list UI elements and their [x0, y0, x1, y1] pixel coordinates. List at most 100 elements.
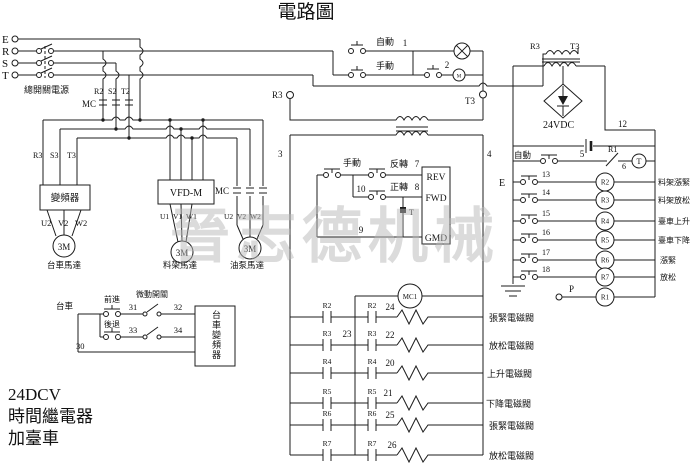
terminal-circle — [11, 71, 19, 79]
rung-label: 臺車上升 — [658, 216, 690, 226]
main-switch-label: 總開關電源 — [24, 84, 69, 95]
rung-wires — [513, 214, 655, 222]
manual-label: 手動 — [376, 60, 394, 71]
rung-number: 17 — [542, 248, 550, 257]
terminal-r-label: R — [2, 46, 10, 58]
rev-label: 反轉 — [390, 158, 408, 169]
inverter-w2: W2 — [75, 218, 87, 228]
valve-row-wires — [290, 364, 483, 382]
main-transformer — [289, 98, 484, 137]
wire-number: 21 — [384, 388, 393, 398]
inverter-r3-label: R3 — [33, 151, 42, 160]
auto-rung-wires — [513, 152, 655, 167]
pump-wires — [233, 120, 267, 240]
relay-contact-label: R6 — [323, 409, 332, 418]
switch-contact — [36, 48, 42, 54]
relay-contact-label: R3 — [323, 329, 332, 338]
rung-number: 18 — [542, 265, 550, 274]
pilot-lamp-text: M — [457, 75, 462, 80]
fwd-rev-circuit: 手動 反轉 7 10 正轉 8 T 9 REV FWD GMD — [316, 157, 451, 245]
pushbutton-contact — [520, 218, 526, 224]
vfd-block: VFD-M U1 V1 W1 3M 料架馬達 — [157, 120, 215, 270]
relay-contact-label: R6 — [368, 409, 377, 418]
vfd-w1: W1 — [186, 212, 197, 221]
number-9: 9 — [359, 225, 364, 235]
fwd-terminal: FWD — [425, 194, 446, 204]
relay-coil-circle — [595, 230, 615, 250]
wire-r2-label: R2 — [94, 87, 103, 96]
micro-switch-contact — [142, 311, 148, 317]
cart-motor-circle — [52, 234, 76, 258]
number-3: 3 — [278, 149, 283, 159]
relay-coil-text: R5 — [601, 237, 610, 245]
number-33: 33 — [129, 325, 138, 335]
note-line-3: 加臺車 — [8, 429, 59, 448]
page-title: 電路圖 — [277, 1, 334, 23]
pushbutton-contact — [532, 257, 538, 263]
rung-wires — [513, 175, 655, 183]
number-8: 8 — [415, 182, 420, 192]
psu: R3 T3 24VDC 12 — [512, 41, 656, 297]
manual-contact — [348, 72, 354, 78]
battery-wires — [513, 139, 655, 153]
timer-circle — [631, 153, 647, 169]
relay-contact-label: R5 — [368, 387, 377, 396]
pump-w2: W2 — [250, 212, 261, 221]
cart-label: 台車 — [56, 301, 74, 311]
valve-row-wires — [290, 446, 483, 464]
timer-text: T — [637, 157, 642, 166]
psu-t3-label: T3 — [570, 41, 579, 51]
junction-dot — [114, 127, 118, 131]
terminal-strip-box — [421, 166, 451, 245]
ladder-auto-label: 自動 — [514, 150, 531, 160]
rung-wires — [513, 270, 655, 278]
number-30: 30 — [76, 341, 85, 351]
relay-contact-label: R7 — [323, 439, 332, 448]
r3-terminal-label: R3 — [272, 90, 283, 100]
switch-blades — [40, 43, 53, 74]
vfd-v1: V1 — [173, 212, 182, 221]
psu-r3-label: R3 — [530, 41, 540, 51]
bus-wires — [43, 116, 263, 139]
auto-rung-contact — [540, 158, 546, 164]
cart-motor-label: 台車馬達 — [47, 260, 82, 270]
cart-circuit: 台車 前進 微動開關 31 32 後退 33 34 30 — [56, 289, 236, 367]
number-6: 6 — [622, 162, 626, 171]
rung-number: 16 — [542, 228, 550, 237]
number-2: 2 — [445, 60, 450, 70]
r3-terminal-circle — [286, 91, 294, 99]
inverter-v2: V2 — [58, 218, 68, 228]
vfd-box — [157, 179, 215, 205]
fwd-contact — [368, 194, 374, 200]
relay-contact-label: R5 — [323, 387, 332, 396]
pushbutton-contact — [520, 237, 526, 243]
relay-contact-label: R7 — [368, 439, 377, 448]
t-terminal-label: T — [409, 208, 414, 217]
inverter-box — [39, 184, 91, 211]
rev-contact — [368, 172, 374, 178]
rung-label: 漲緊 — [660, 256, 676, 265]
pushbutton-contact — [532, 179, 538, 185]
ground-icon — [501, 285, 525, 297]
cart-wires — [77, 303, 195, 353]
micro-switch-contact — [156, 311, 162, 317]
forward-contact — [115, 311, 121, 317]
pushbutton-contact — [532, 197, 538, 203]
junction-dot — [138, 118, 142, 122]
number-5: 5 — [580, 149, 585, 159]
wire-s2-label: S2 — [108, 87, 116, 96]
relay-ladder: 自動 5 R1 6 T E 13 R2 料架漲緊 14 R3 料架放松 15 R… — [499, 139, 690, 307]
pushbutton-contact — [532, 237, 538, 243]
valve-label: 張緊電磁閥 — [489, 420, 534, 431]
contactor-wires — [99, 51, 133, 138]
inverter-wires — [42, 120, 82, 237]
pilot-circuit: 自動 手動 1 2 M R3 T3 — [272, 36, 487, 106]
forward-label: 前進 — [104, 294, 120, 304]
junction-dot — [127, 136, 131, 140]
inverter-s3-label: S3 — [50, 151, 58, 160]
terminal-circle — [11, 35, 19, 43]
rung-number: 14 — [542, 188, 550, 197]
vfd-u1: U1 — [160, 212, 169, 221]
ladder-e-label: E — [499, 178, 505, 189]
